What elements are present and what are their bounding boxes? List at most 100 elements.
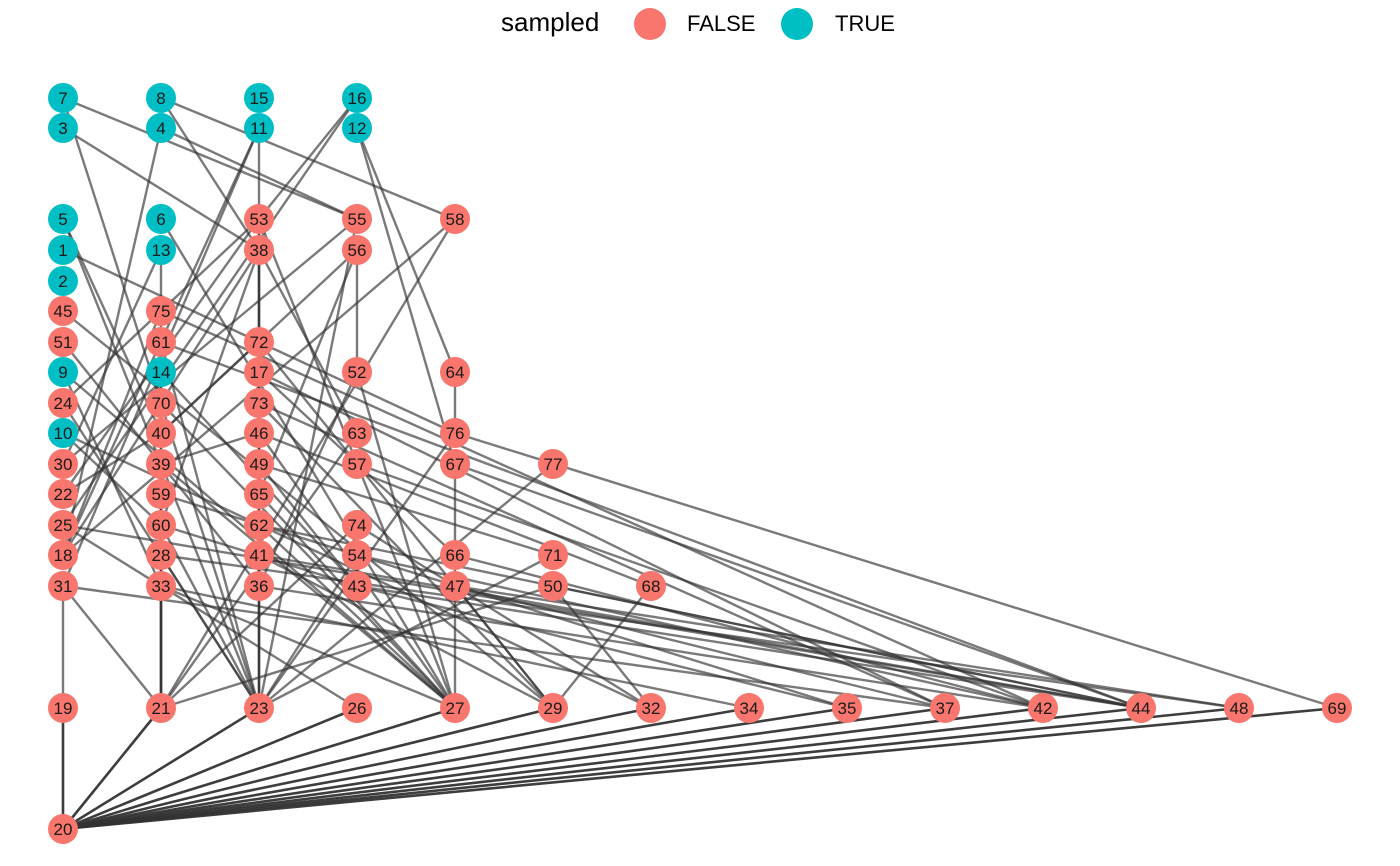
edge-68-29 <box>552 585 652 709</box>
node-76: 76 <box>440 418 470 448</box>
node-circle <box>342 449 372 479</box>
node-circle <box>1322 693 1352 723</box>
edge-67-44 <box>454 462 1142 710</box>
node-33: 33 <box>146 571 176 601</box>
node-circle <box>342 235 372 265</box>
node-label: 24 <box>54 394 73 413</box>
node-circle <box>48 266 78 296</box>
edge-30-55 <box>62 218 358 465</box>
node-circle <box>48 388 78 418</box>
edge-38-63 <box>257 249 359 434</box>
node-48: 48 <box>1224 693 1254 723</box>
node-circle <box>342 113 372 143</box>
edge-75-42 <box>160 309 1044 710</box>
edge-29-20 <box>62 706 554 831</box>
node-label: 57 <box>348 455 367 474</box>
node-62: 62 <box>244 510 274 540</box>
node-63: 63 <box>342 418 372 448</box>
node-label: 72 <box>250 333 269 352</box>
node-circle <box>146 235 176 265</box>
node-circle <box>244 418 274 448</box>
node-67: 67 <box>440 449 470 479</box>
node-58: 58 <box>440 204 470 234</box>
node-31: 31 <box>48 571 78 601</box>
node-label: 68 <box>642 577 661 596</box>
edge-4-55 <box>160 126 358 221</box>
edge-61-23 <box>159 341 261 709</box>
node-label: 77 <box>544 455 563 474</box>
node-circle <box>146 327 176 357</box>
node-label: 22 <box>54 485 73 504</box>
edge-36-42 <box>258 584 1044 710</box>
legend-true-label: TRUE <box>835 11 895 36</box>
edge-62-27 <box>258 524 456 709</box>
node-circle <box>244 510 274 540</box>
node-circle <box>48 540 78 570</box>
node-circle <box>440 449 470 479</box>
node-label: 16 <box>348 89 367 108</box>
node-label: 33 <box>152 577 171 596</box>
node-1: 1 <box>48 235 78 265</box>
node-12: 12 <box>342 113 372 143</box>
node-circle <box>244 235 274 265</box>
node-circle <box>244 479 274 509</box>
edge-31-21 <box>62 585 162 709</box>
node-label: 12 <box>348 119 367 138</box>
edge-72-76 <box>258 340 456 435</box>
node-66: 66 <box>440 540 470 570</box>
edge-16-25 <box>62 97 358 526</box>
node-label: 56 <box>348 241 367 260</box>
node-circle <box>342 693 372 723</box>
node-circle <box>636 693 666 723</box>
node-circle <box>48 449 78 479</box>
node-21: 21 <box>146 693 176 723</box>
edge-37-20 <box>62 706 946 831</box>
node-label: 59 <box>152 485 171 504</box>
node-label: 21 <box>152 699 171 718</box>
node-circle <box>48 204 78 234</box>
node-circle <box>734 693 764 723</box>
node-label: 23 <box>250 699 269 718</box>
node-22: 22 <box>48 479 78 509</box>
edge-72-57 <box>258 341 358 465</box>
node-circle <box>440 540 470 570</box>
node-8: 8 <box>146 83 176 113</box>
node-4: 4 <box>146 113 176 143</box>
node-circle <box>440 204 470 234</box>
node-label: 61 <box>152 333 171 352</box>
node-38: 38 <box>244 235 274 265</box>
edge-31-37 <box>62 584 946 710</box>
node-circle <box>146 540 176 570</box>
node-52: 52 <box>342 357 372 387</box>
node-label: 44 <box>1132 699 1151 718</box>
node-label: 47 <box>446 577 465 596</box>
node-label: 74 <box>348 516 367 535</box>
edge-26-20 <box>62 706 358 831</box>
node-label: 11 <box>250 119 268 138</box>
node-43: 43 <box>342 571 372 601</box>
node-label: 64 <box>446 363 465 382</box>
edge-57-42 <box>356 462 1044 710</box>
node-label: 48 <box>1230 699 1249 718</box>
node-label: 65 <box>250 485 269 504</box>
node-circle <box>832 693 862 723</box>
node-label: 29 <box>544 699 563 718</box>
node-circle <box>48 83 78 113</box>
node-30: 30 <box>48 449 78 479</box>
node-27: 27 <box>440 693 470 723</box>
node-circle <box>440 571 470 601</box>
node-label: 41 <box>250 546 269 565</box>
node-circle <box>1224 693 1254 723</box>
edge-35-20 <box>62 706 848 831</box>
node-40: 40 <box>146 418 176 448</box>
node-label: 70 <box>152 394 171 413</box>
node-44: 44 <box>1126 693 1156 723</box>
node-label: 8 <box>156 89 165 108</box>
edge-18-75 <box>61 310 163 556</box>
node-circle <box>244 693 274 723</box>
node-label: 40 <box>152 424 171 443</box>
node-2: 2 <box>48 266 78 296</box>
node-circle <box>244 357 274 387</box>
node-69: 69 <box>1322 693 1352 723</box>
node-55: 55 <box>342 204 372 234</box>
